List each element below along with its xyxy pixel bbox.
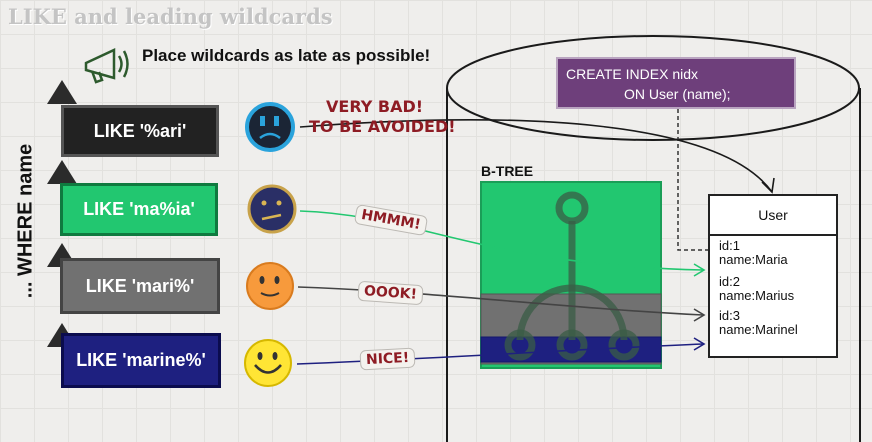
tip-text: Place wildcards as late as possible!: [142, 46, 431, 65]
row-name: name:Marinel: [719, 322, 798, 337]
verdict-nice: NICE!: [359, 347, 416, 371]
verdict-to-be-avoided: TO BE AVOIDED!: [309, 117, 456, 136]
connector-very-bad: [299, 119, 773, 193]
table-row: id:3 name:Marinel: [719, 309, 798, 337]
pattern-text: LIKE 'marine%': [76, 350, 206, 370]
pattern-text: LIKE '%ari': [93, 120, 187, 141]
row-id: id:2: [719, 274, 740, 289]
user-table-header: User: [710, 196, 836, 236]
tree-icon: [504, 191, 640, 361]
where-label-wrap: ... WHERE name: [4, 143, 48, 299]
row-id: id:3: [719, 308, 740, 323]
arrowheads: [693, 177, 775, 351]
verdict-very-bad: VERY BAD!: [326, 97, 424, 116]
neutral-face-icon: [246, 262, 294, 310]
pattern-text: LIKE 'ma%ia': [83, 199, 195, 219]
create-index-line2: ON User (name);: [624, 86, 731, 102]
page-title: LIKE and leading wildcards: [8, 4, 333, 29]
cylinder-top: [446, 35, 860, 141]
cylinder-body: [446, 88, 861, 442]
row-name: name:Marius: [719, 288, 795, 303]
meh-face-icon: [247, 184, 297, 234]
create-index-line1: CREATE INDEX nidx: [566, 66, 698, 82]
pattern-box-2: LIKE 'ma%ia': [60, 183, 218, 236]
happy-face-icon: [244, 339, 292, 387]
row-name: name:Maria: [719, 252, 788, 267]
connector-oook: [297, 286, 704, 316]
user-table: User id:1 name:Maria id:2 name:Marius id…: [708, 194, 838, 358]
megaphone-icon: [84, 48, 129, 84]
table-row: id:2 name:Marius: [719, 275, 794, 303]
btree-label: B-TREE: [481, 163, 534, 179]
where-label: ... WHERE name: [14, 143, 37, 299]
pattern-box-1: LIKE '%ari': [61, 105, 219, 157]
row-id: id:1: [719, 238, 740, 253]
create-index-box: CREATE INDEX nidx ON User (name);: [556, 57, 796, 109]
index-dashed-line: [677, 109, 708, 251]
pattern-box-4: LIKE 'marine%': [61, 333, 221, 388]
connector-hmmm: [299, 210, 704, 271]
pattern-box-3: LIKE 'mari%': [60, 258, 220, 314]
table-row: id:1 name:Maria: [719, 239, 788, 267]
sad-face-icon: [245, 102, 295, 152]
connector-nice: [296, 343, 704, 365]
pattern-text: LIKE 'mari%': [85, 275, 195, 296]
